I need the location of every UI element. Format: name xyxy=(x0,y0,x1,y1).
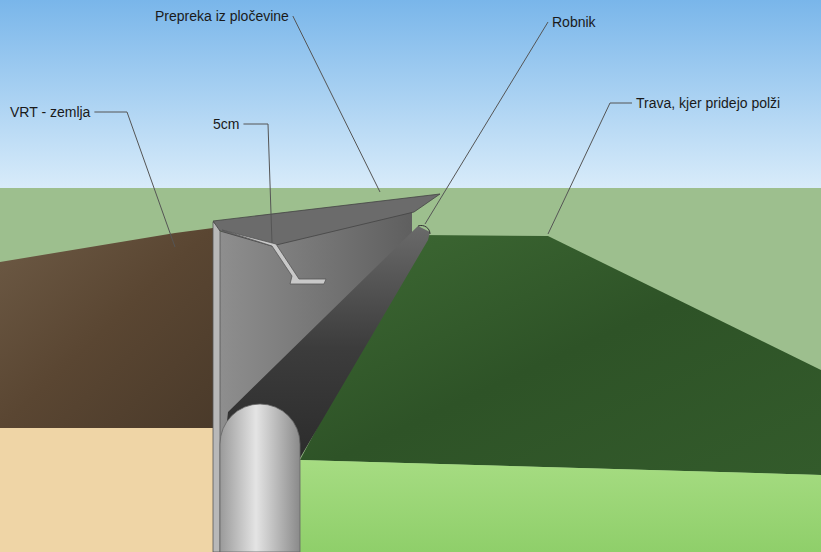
leader-line xyxy=(548,103,632,234)
soil-section xyxy=(0,428,213,552)
lawn-section xyxy=(300,460,821,552)
barrier-edge xyxy=(213,222,220,552)
callout-label: Robnik xyxy=(552,14,596,30)
curb-cap xyxy=(220,404,300,552)
leader-line xyxy=(425,22,548,224)
callout-label: Trava, kjer pridejo polži xyxy=(636,95,780,111)
callout-label: VRT - zemlja xyxy=(10,104,90,120)
ground xyxy=(0,188,821,552)
leader-line xyxy=(94,112,175,247)
leader-line xyxy=(243,124,272,243)
leader-line xyxy=(293,16,380,192)
curb-end xyxy=(418,225,430,234)
leader-lines xyxy=(94,16,632,247)
callout-label: Prepreka iz pločevine xyxy=(155,8,289,24)
callout-label: 5cm xyxy=(213,116,239,132)
barrier-lip xyxy=(222,230,326,284)
sky xyxy=(0,0,821,190)
garden-soil xyxy=(0,228,213,428)
